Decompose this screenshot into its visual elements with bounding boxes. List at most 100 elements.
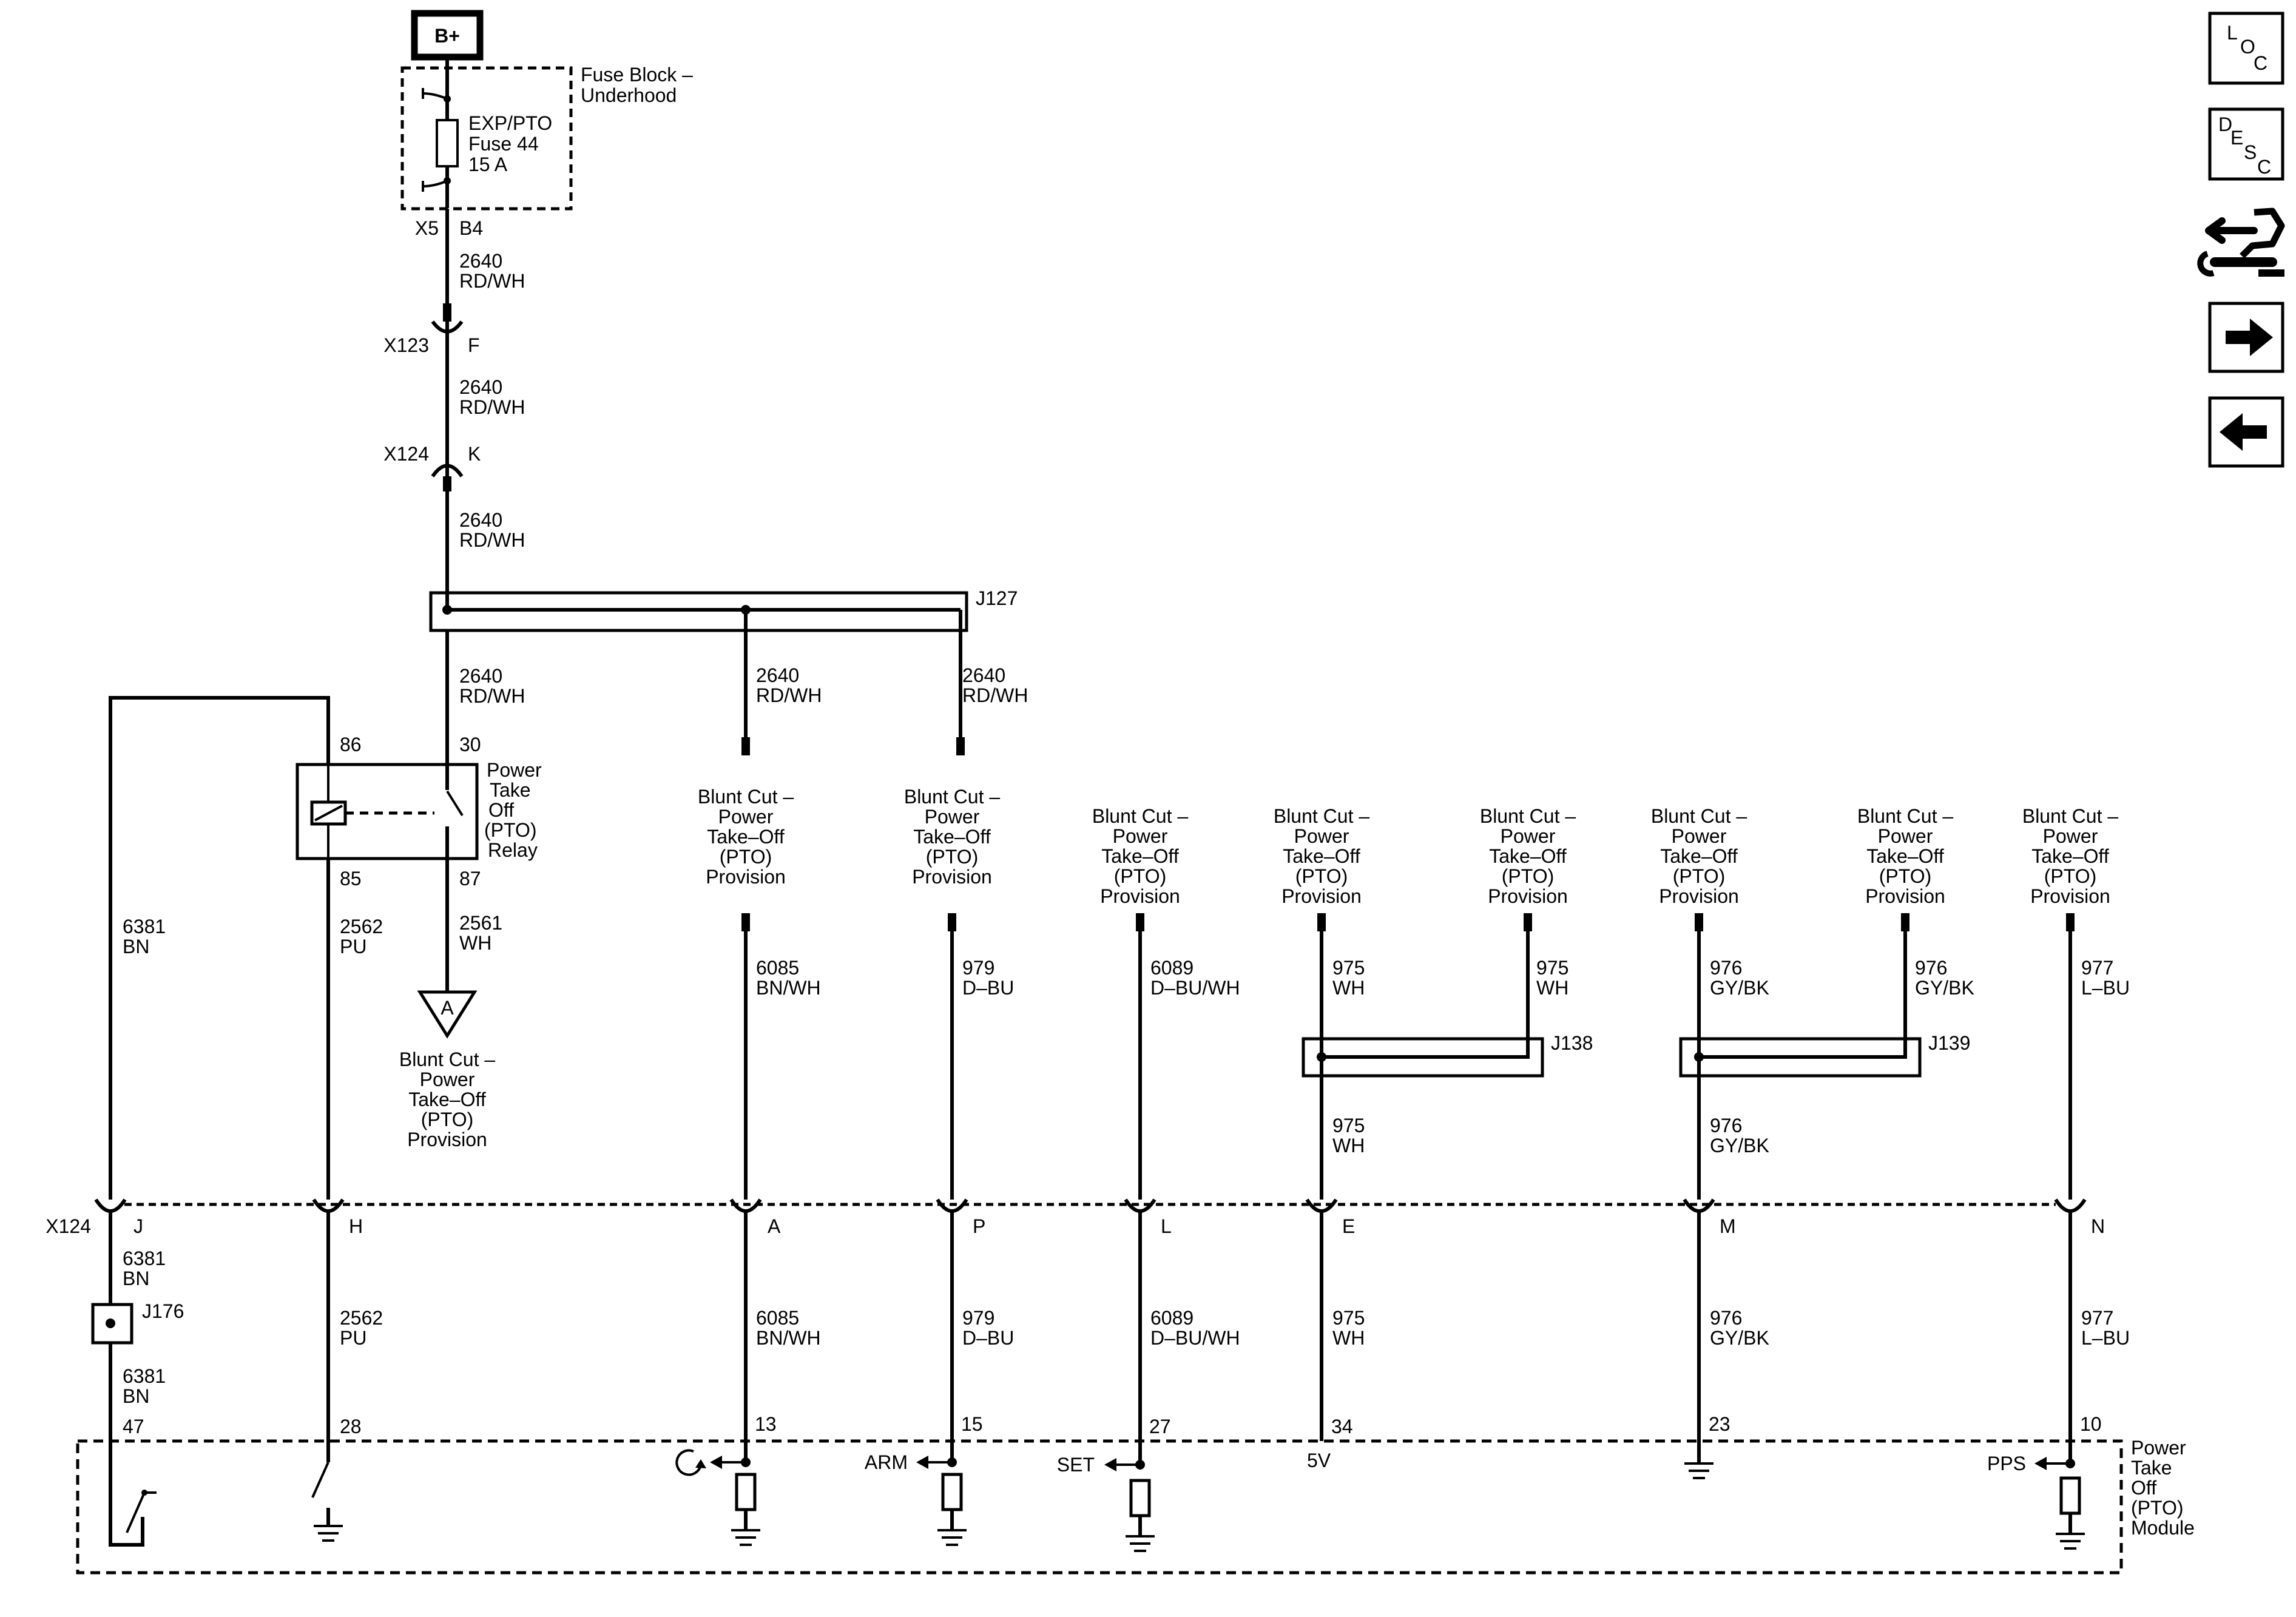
provision-label-6-d: (PTO) [1673, 865, 1726, 887]
loc-button[interactable]: L O C [2208, 12, 2284, 85]
x124-pin-n-label: N [2091, 1215, 2105, 1237]
splice-j176-label: J176 [142, 1300, 184, 1322]
wire-975-num-2: 975 [1536, 957, 1568, 979]
connector-x124-upper-pin: K [468, 443, 481, 465]
x124-pin-h-label: H [349, 1215, 363, 1237]
x124-pin-j-label: J [133, 1215, 143, 1237]
x124-pin-l-label: L [1161, 1215, 1172, 1237]
wire-979-color-2: D–BU [962, 1327, 1014, 1349]
wire-976-color-4: GY/BK [1710, 1327, 1769, 1349]
connector-x124-upper-id: X124 [383, 443, 429, 465]
module-pin-23: 23 [1709, 1413, 1730, 1435]
provision-label-1-b: Power [718, 806, 774, 828]
module-name-5: Module [2131, 1517, 2195, 1539]
provision-label-7-a: Blunt Cut – [1857, 805, 1954, 827]
provision-label-8-e: Provision [2030, 885, 2110, 907]
provision-label-2-d: (PTO) [926, 846, 979, 868]
ref-a-name-4: (PTO) [421, 1109, 474, 1130]
provision-label-6-e: Provision [1659, 885, 1739, 907]
wire-979: 979 D–BU [948, 913, 1014, 1200]
ref-a-label: A [441, 997, 454, 1019]
wire-6381-color-3: BN [123, 1385, 149, 1407]
relay-pin-85: 85 [340, 868, 362, 890]
loc-letter-c: C [2254, 52, 2267, 74]
module-name-1: Power [2131, 1437, 2186, 1459]
pto-module: Power Take Off (PTO) Module 47 28 13 15 … [76, 1413, 2195, 1575]
wire-977-color-2: L–BU [2081, 1327, 2130, 1349]
wire-2562-num-2: 2562 [340, 1307, 383, 1329]
desc-letter-e: E [2230, 127, 2243, 149]
provision-976-a: Blunt Cut – Power Take–Off (PTO) Provisi… [1651, 805, 1747, 907]
provision-label-4-c: Take–Off [1283, 845, 1360, 867]
provision-label-4-a: Blunt Cut – [1274, 805, 1370, 827]
wire-2562-color-1: PU [340, 936, 366, 957]
wire-6089-num-2: 6089 [1150, 1307, 1194, 1329]
module-switch-47 [109, 1444, 157, 1547]
module-pin-15: 15 [961, 1413, 983, 1435]
wire-977-color-1: L–BU [2081, 977, 2130, 999]
loc-icon: L O C [2227, 22, 2267, 74]
connector-x124-upper: X124 K [383, 443, 481, 491]
wire-2640-num-6: 2640 [962, 664, 1005, 686]
ref-a-name-3: Take–Off [408, 1089, 486, 1110]
battery-label: B+ [434, 25, 460, 47]
wire-2561-num: 2561 [459, 912, 502, 934]
provision-label-3-a: Blunt Cut – [1092, 805, 1189, 827]
arrow-left-icon [2220, 413, 2267, 451]
provision-label-8-a: Blunt Cut – [2022, 805, 2119, 827]
relay-name-2: Take [490, 779, 531, 801]
provision-label-3-c: Take–Off [1101, 845, 1179, 867]
connector-wrench-icon [2197, 208, 2285, 277]
wire-6085: 6085 BN/WH [741, 913, 821, 1200]
wire-975-color-1: WH [1332, 977, 1365, 999]
wire-975: 975 WH 975 WH 975 WH [1317, 913, 1568, 1200]
x124-pin-l: L [1124, 1198, 1172, 1237]
provision-6085-upper: Blunt Cut – Power Take–Off (PTO) Provisi… [698, 786, 794, 888]
wire-976-color-3: GY/BK [1710, 1135, 1769, 1156]
wire-2640-color-5: RD/WH [756, 684, 822, 706]
previous-page-button[interactable] [2208, 396, 2284, 468]
x124-pin-e-label: E [1342, 1215, 1355, 1237]
relay-pin-87: 87 [459, 868, 481, 890]
fuse-rating: 15 A [468, 154, 508, 175]
provision-label-2-c: Take–Off [913, 826, 991, 848]
provision-label-6-b: Power [1672, 825, 1727, 847]
module-pin-28: 28 [340, 1416, 362, 1437]
connector-x124-lower: X124 J H A P L E M N [46, 1198, 2105, 1237]
fuse-name-2: Fuse 44 [468, 133, 539, 155]
provision-977: Blunt Cut – Power Take–Off (PTO) Provisi… [2022, 805, 2119, 907]
relay-name-5: Relay [488, 839, 538, 861]
x124-pin-p-label: P [973, 1215, 985, 1237]
nav-buttons: L O C D E S C [2197, 12, 2285, 468]
splice-j138-label: J138 [1551, 1032, 1593, 1054]
provision-label-5-d: (PTO) [1502, 865, 1555, 887]
connector-wrench-button[interactable] [2197, 208, 2285, 277]
ref-a-blunt-cut: A Blunt Cut – Power Take–Off (PTO) Provi… [399, 990, 495, 1150]
next-page-button[interactable] [2208, 302, 2284, 373]
provision-label-5-e: Provision [1488, 885, 1568, 907]
wire-2562-num-1: 2562 [340, 916, 383, 937]
relay-pin-86: 86 [340, 734, 362, 755]
wire-979-num-2: 979 [962, 1307, 994, 1329]
x124-pin-p: P [936, 1198, 985, 1237]
wire-976-num-2: 976 [1915, 957, 1947, 979]
splice-j176: J176 [91, 1300, 184, 1345]
wire-2640-color-6: RD/WH [962, 684, 1028, 706]
wire-2640-num-5: 2640 [756, 664, 799, 686]
wire-975-color-2: WH [1536, 977, 1568, 999]
wire-976-color-1: GY/BK [1710, 977, 1769, 999]
module-name-3: Off [2131, 1477, 2156, 1499]
x124-pin-a-label: A [768, 1215, 781, 1237]
relay-pin-30: 30 [459, 734, 481, 755]
module-input-15: ARM [865, 1451, 967, 1546]
signal-arm: ARM [865, 1451, 908, 1473]
desc-icon: D E S C [2218, 113, 2271, 178]
fuse-block-name-2: Underhood [581, 84, 677, 106]
module-pin-13: 13 [755, 1413, 777, 1435]
wire-977-num-1: 977 [2081, 957, 2113, 979]
provision-975-b: Blunt Cut – Power Take–Off (PTO) Provisi… [1480, 805, 1576, 907]
wire-6089-color-2: D–BU/WH [1150, 1327, 1240, 1349]
module-ground-23 [1684, 1462, 1714, 1479]
provision-label-2-a: Blunt Cut – [904, 786, 1001, 808]
desc-button[interactable]: D E S C [2208, 107, 2284, 181]
